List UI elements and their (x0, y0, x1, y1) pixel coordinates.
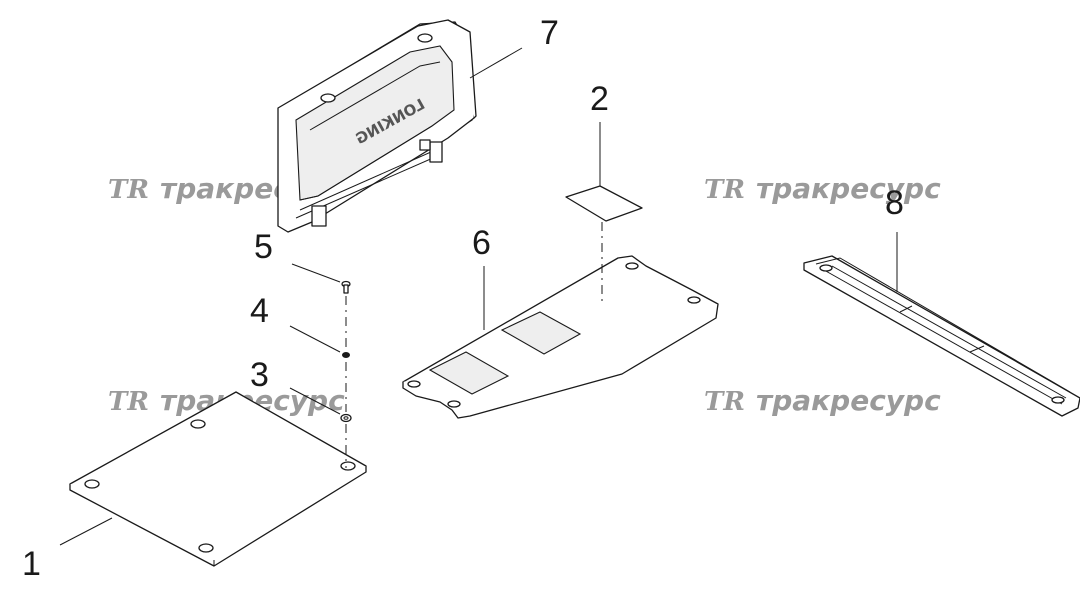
watermark-logo: TR (108, 387, 149, 417)
pad-part (565, 185, 643, 222)
callout-5: 5 (254, 228, 273, 266)
callout-7: 7 (540, 14, 559, 52)
watermark-text: тракресурс (756, 172, 941, 205)
base-plate-part (69, 391, 367, 567)
callout-4: 4 (250, 292, 269, 330)
support-plate-part (402, 255, 719, 419)
callout-2: 2 (590, 80, 609, 118)
callout-3: 3 (250, 356, 269, 394)
nut-part (342, 352, 350, 358)
washer-part (340, 413, 352, 423)
callout-8: 8 (885, 184, 904, 222)
callout-6: 6 (472, 224, 491, 262)
frame-rail-part (803, 255, 1080, 417)
watermark-logo: TR (704, 175, 745, 205)
watermark-logo: TR (704, 387, 745, 417)
callout-1: 1 (22, 545, 41, 583)
watermark-logo: TR (108, 175, 149, 205)
bolt-part (341, 280, 351, 294)
watermark-top-right: TR тракресурс (704, 172, 941, 205)
cover-part: LONKING (277, 19, 477, 233)
watermark-bottom-right: TR тракресурс (704, 384, 941, 417)
watermark-text: тракресурс (756, 384, 941, 417)
